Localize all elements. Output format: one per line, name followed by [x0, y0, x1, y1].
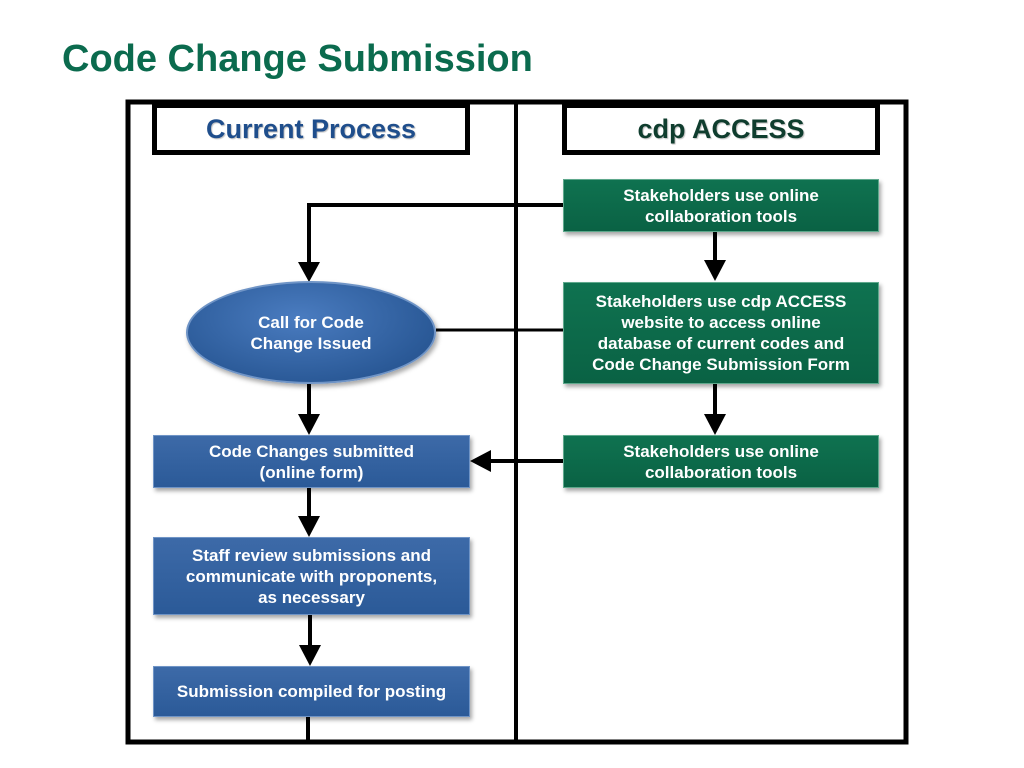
- cdp-access-header: cdp ACCESS: [562, 103, 880, 155]
- arrowhead-left1-top: [298, 414, 320, 435]
- collaboration-tools-box-top: Stakeholders use online collaboration to…: [563, 179, 879, 232]
- connector-collab-to-call: [307, 203, 563, 268]
- staff-review-box: Staff review submissions and communicate…: [153, 537, 470, 615]
- arrowhead-left1: [470, 450, 491, 472]
- arrowhead-left3: [299, 645, 321, 666]
- code-changes-submitted-box: Code Changes submitted (online form): [153, 435, 470, 488]
- collaboration-tools-box-bottom: Stakeholders use online collaboration to…: [563, 435, 879, 488]
- arrowhead-right3: [704, 414, 726, 435]
- arrowhead-right2: [704, 260, 726, 281]
- call-for-code-change-ellipse: Call for Code Change Issued: [186, 281, 436, 384]
- arrowhead-call: [298, 262, 320, 282]
- arrowhead-left2: [298, 516, 320, 537]
- cdp-access-website-box: Stakeholders use cdp ACCESS website to a…: [563, 282, 879, 384]
- current-process-header: Current Process: [152, 103, 470, 155]
- page-title: Code Change Submission: [62, 38, 533, 80]
- submission-compiled-box: Submission compiled for posting: [153, 666, 470, 717]
